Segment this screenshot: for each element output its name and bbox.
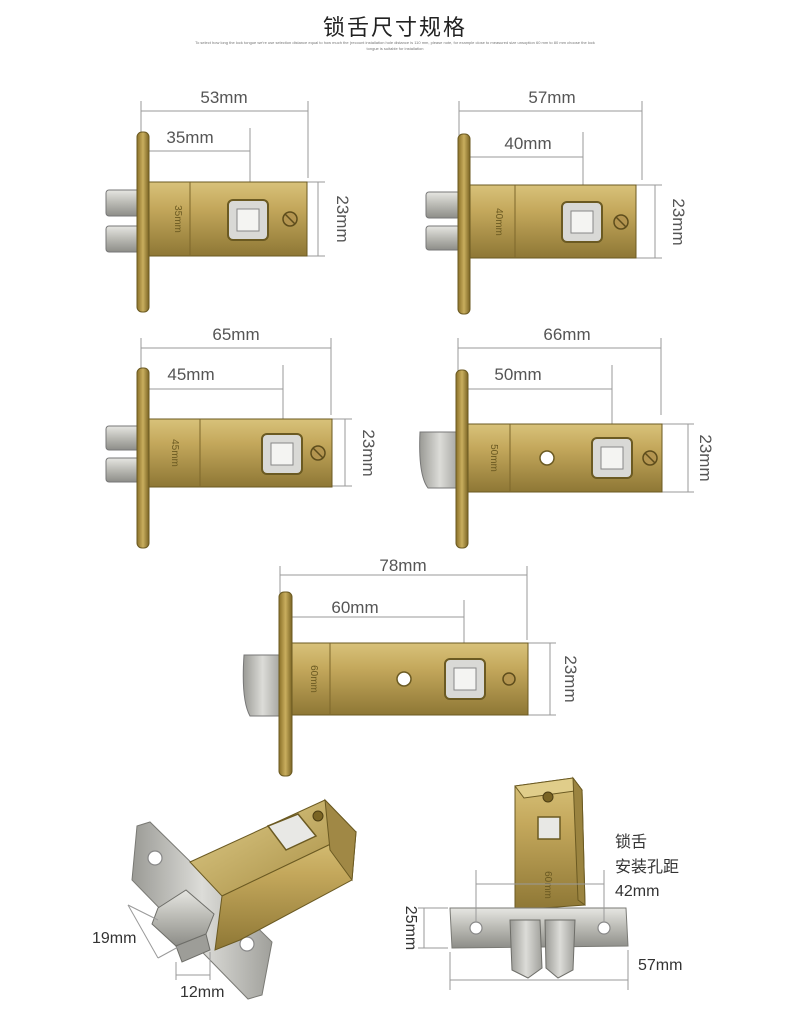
dim-hole-spacing: 42mm (615, 883, 659, 900)
face-plate (455, 369, 469, 549)
screw-icon (312, 810, 324, 822)
screw-hole (239, 936, 255, 952)
spindle-hole (266, 813, 318, 851)
screw-hole (147, 850, 163, 866)
body-stamp: 60mm (308, 665, 319, 693)
body-stamp: 45mm (169, 439, 180, 467)
dim-center: 35mm (166, 128, 213, 147)
latch-tongue (509, 919, 543, 979)
dim-center: 40mm (504, 134, 551, 153)
dim-total: 53mm (200, 88, 247, 107)
dim-height: 23mm (359, 429, 378, 476)
latch-body (469, 184, 637, 259)
latch-57: 40mm 57mm 40mm 23mm (425, 88, 688, 315)
spindle-hole (537, 816, 561, 840)
round-hole (539, 450, 555, 466)
latch-65: 45mm 65mm 45mm 23mm (105, 325, 378, 549)
latch-tongue (425, 191, 461, 219)
latch-tongue (105, 189, 141, 217)
face-plate (457, 133, 471, 315)
face-plate (136, 367, 150, 549)
body-stamp: 60mm (542, 871, 553, 899)
latch-53: 35mm 53mm 35mm 23mm (105, 88, 352, 313)
dim-total: 66mm (543, 325, 590, 344)
label-latch: 锁舌 (615, 832, 647, 851)
round-hole (396, 671, 412, 687)
dim-center: 50mm (494, 365, 541, 384)
body-stamp: 50mm (488, 444, 499, 472)
page-subtitle: To select how long the lock tongue we're… (195, 40, 595, 51)
dim-total: 78mm (379, 556, 426, 575)
latch-tongue (105, 425, 141, 451)
label-hole-spacing: 安装孔距 (615, 857, 679, 876)
latch-tongue (242, 654, 283, 717)
latch-66: 50mm 66mm 50mm 23mm (419, 325, 715, 549)
screw-hole (597, 921, 611, 935)
latch-78: 60mm 78mm 60mm 23mm (242, 556, 580, 777)
dim-plate-height: 25mm (402, 906, 419, 950)
latch-detail-upright: 60mm 锁舌 安装孔距 42mm 25mm 57mm (402, 776, 682, 990)
dim-total: 65mm (212, 325, 259, 344)
face-plate (136, 131, 150, 313)
dim-center: 45mm (167, 365, 214, 384)
screw-icon (542, 791, 554, 803)
latch-detail-perspective: 19mm 12mm (92, 798, 357, 1001)
body-stamp: 35mm (172, 205, 183, 233)
screw-icon (502, 672, 516, 686)
dim-tongue-width: 19mm (92, 930, 136, 947)
dim-height: 23mm (696, 434, 715, 481)
screw-hole (469, 921, 483, 935)
dim-height: 23mm (561, 655, 580, 702)
dim-center: 60mm (331, 598, 378, 617)
page-title: 锁舌尺寸规格 (322, 16, 467, 41)
latch-tongue (419, 431, 461, 489)
face-plate (278, 591, 293, 777)
dim-total: 57mm (528, 88, 575, 107)
dim-height: 23mm (333, 195, 352, 242)
dim-plate-length: 57mm (638, 957, 682, 974)
body-stamp: 40mm (493, 208, 504, 236)
dim-tongue-thickness: 12mm (180, 984, 224, 1001)
dim-height: 23mm (669, 198, 688, 245)
